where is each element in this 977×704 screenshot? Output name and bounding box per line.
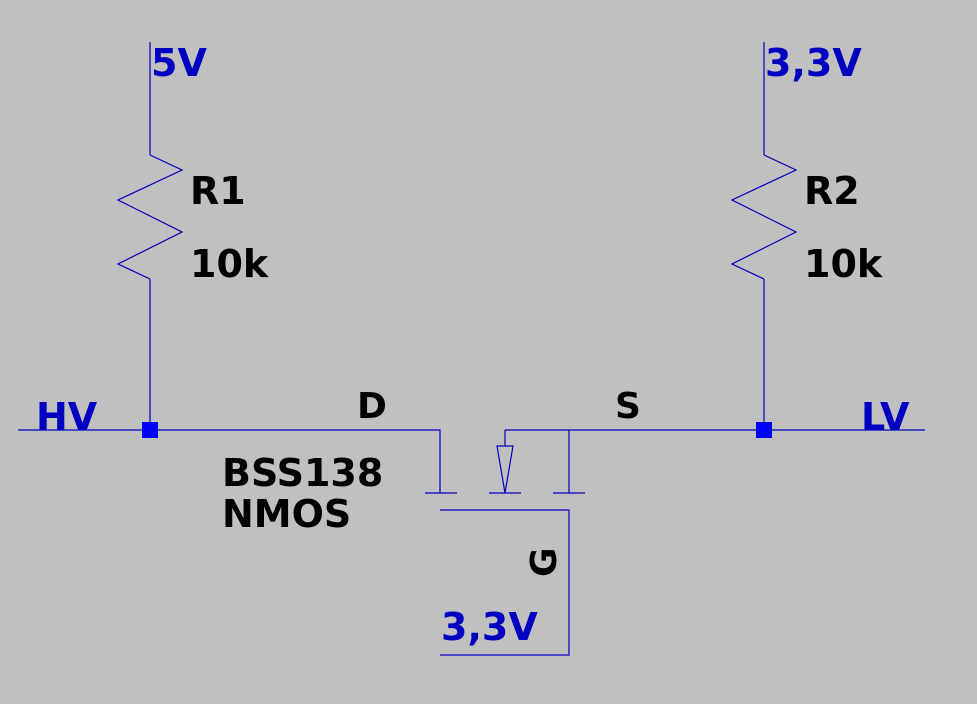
pin-label-source: S <box>615 386 641 427</box>
mosfet-part: BSS138 <box>222 451 383 495</box>
wire-hv-drain <box>18 429 441 493</box>
pin-label-drain: D <box>357 386 387 427</box>
r1-name: R1 <box>190 169 246 213</box>
net-label-hv: HV <box>36 395 98 439</box>
mosfet-type: NMOS <box>222 492 351 536</box>
junction-lv <box>756 422 772 438</box>
net-label-gate-3v3: 3,3V <box>441 605 538 649</box>
mosfet-symbol <box>425 430 585 656</box>
r1-zigzag <box>116 154 184 280</box>
r2-value: 10k <box>804 242 883 286</box>
mosfet-body-arrow <box>496 445 514 494</box>
r2-resistor <box>730 42 798 430</box>
r1-value: 10k <box>190 242 269 286</box>
r2-zigzag <box>730 154 798 280</box>
pin-label-gate: G <box>524 547 565 577</box>
net-label-lv: LV <box>861 395 910 439</box>
net-label-3v3-top: 3,3V <box>765 41 862 85</box>
mosfet-gate-wire <box>440 509 570 656</box>
junction-hv <box>142 422 158 438</box>
r1-resistor <box>116 42 184 430</box>
net-label-5v: 5V <box>151 41 207 85</box>
r2-name: R2 <box>804 169 860 213</box>
